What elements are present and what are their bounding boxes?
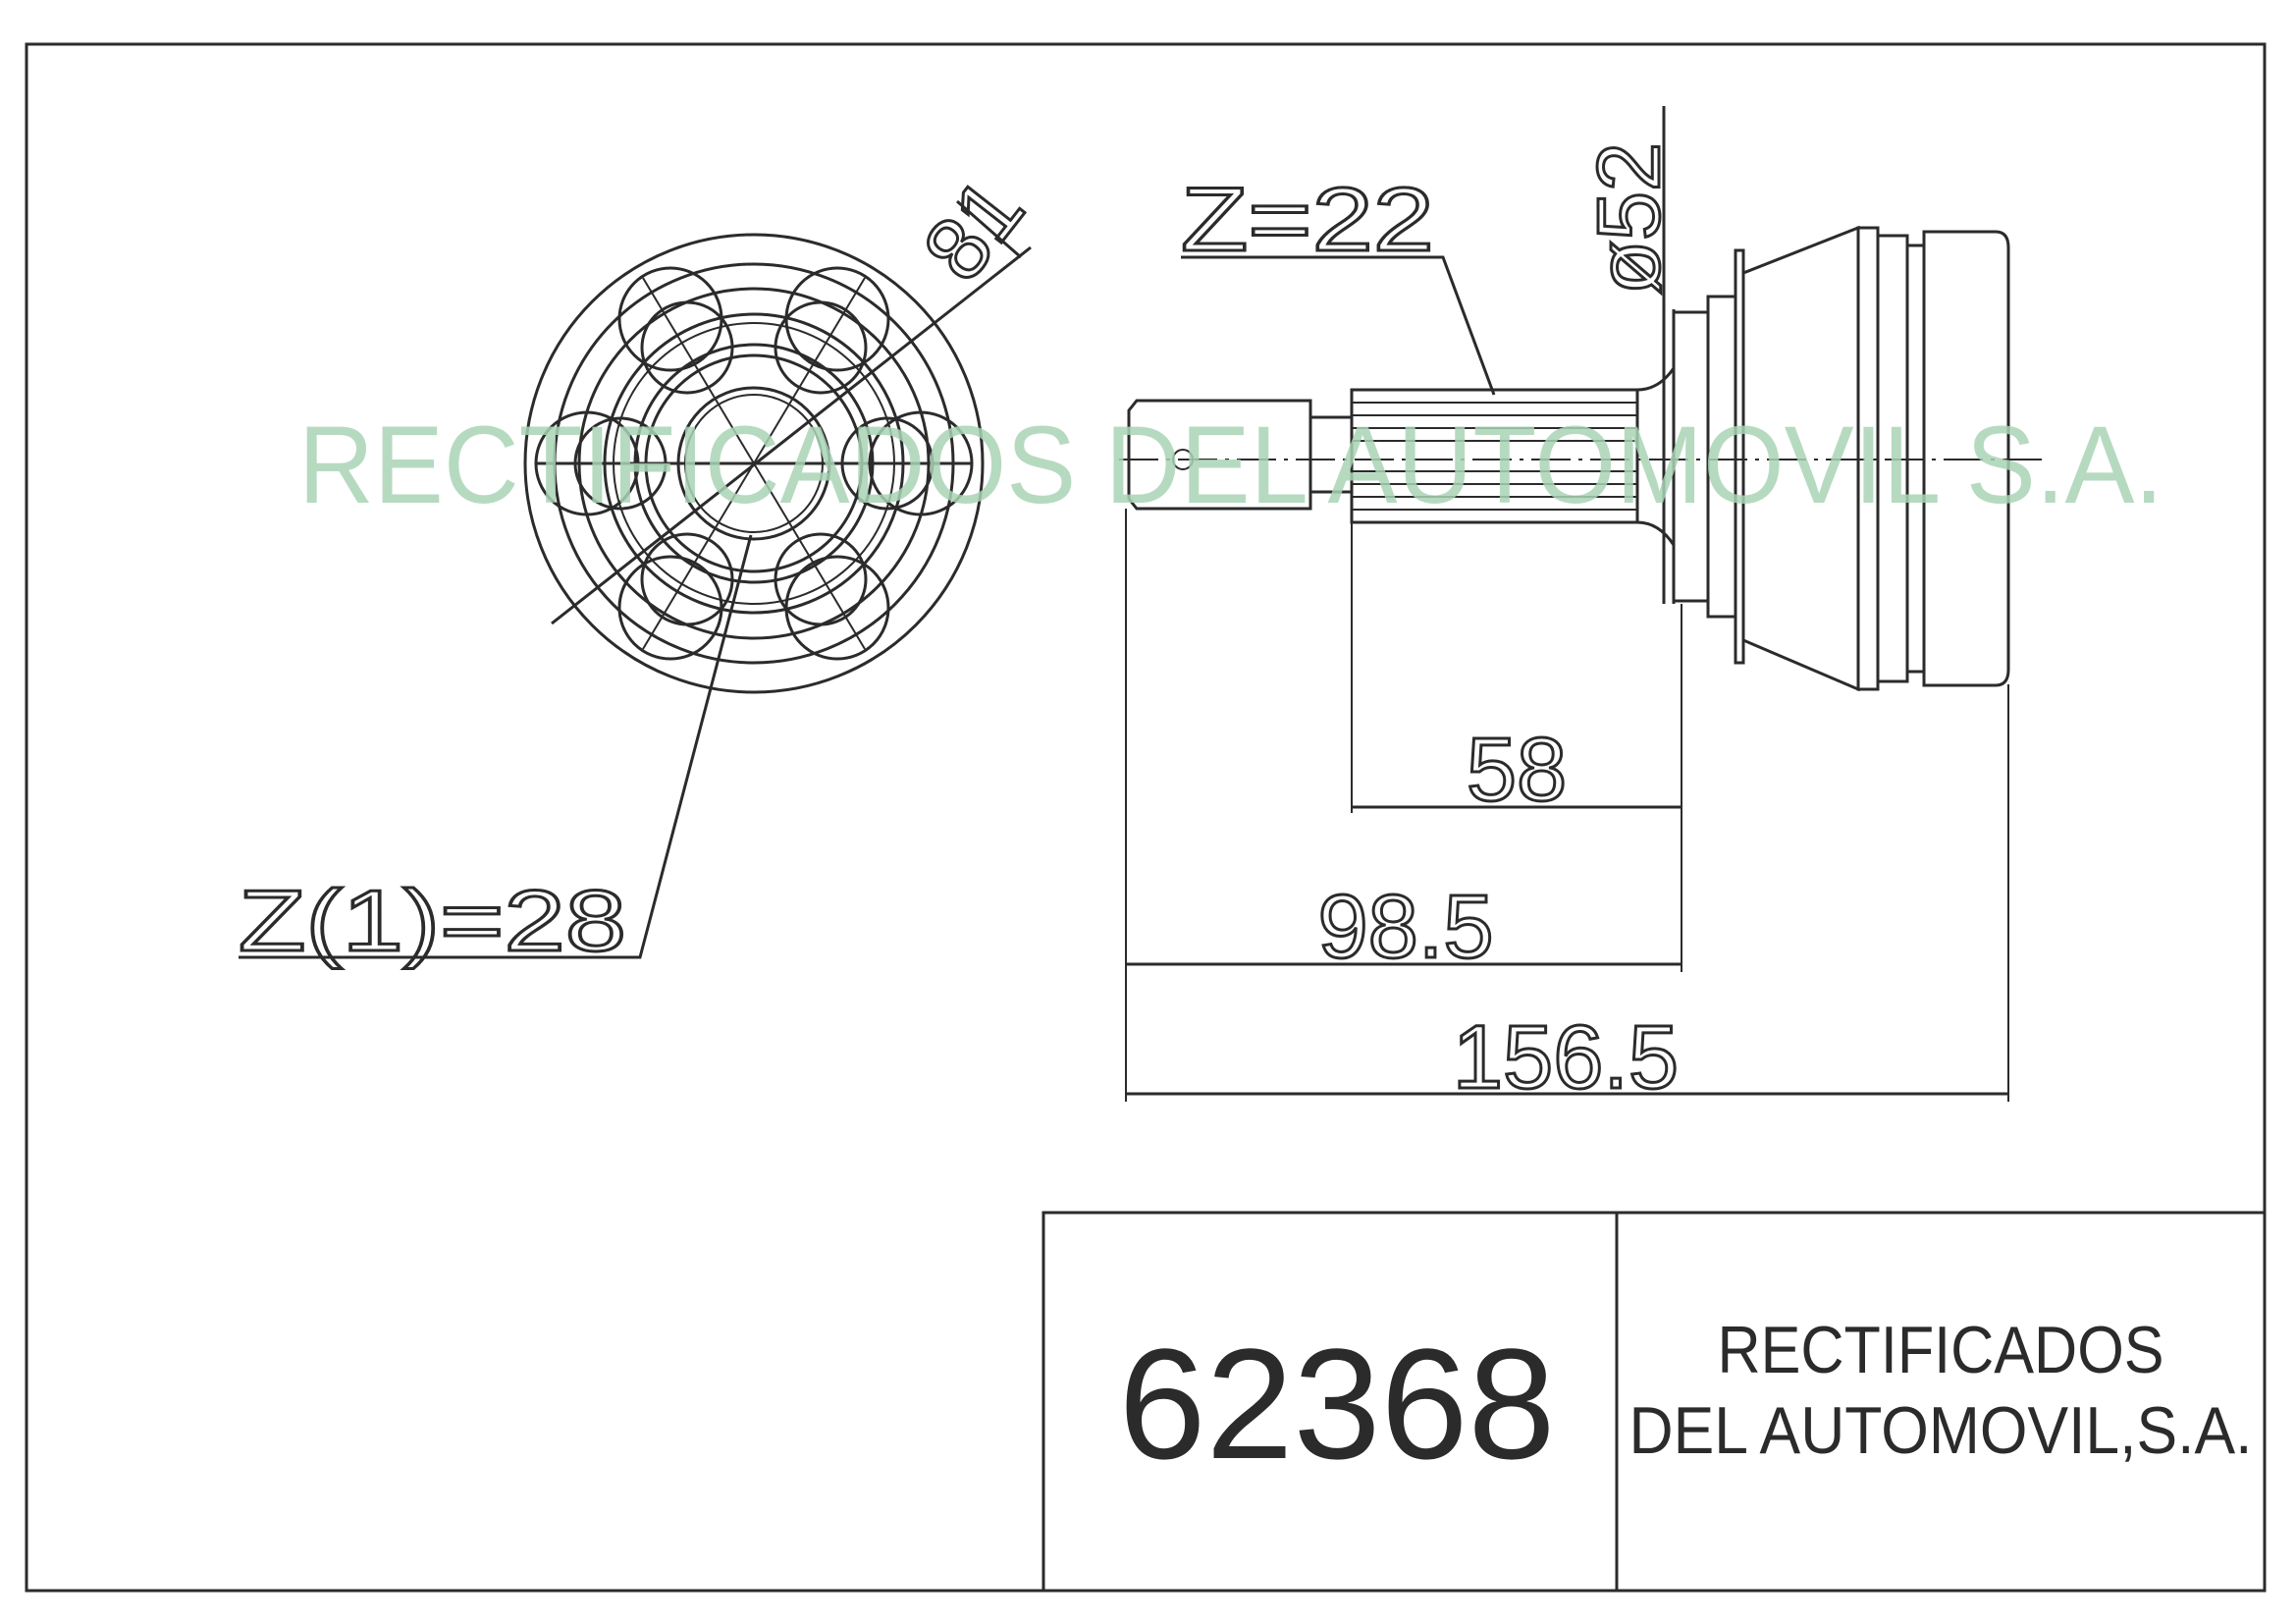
- drawing-border: [25, 42, 2267, 1593]
- company-name-line2: DEL AUTOMOVIL,S.A.: [1629, 1393, 2253, 1468]
- company-name-line1: RECTIFICADOS: [1718, 1313, 2164, 1387]
- spline-teeth-label: Z=22: [1181, 170, 1434, 270]
- spline-section: [1350, 388, 1639, 524]
- dim-label-58: 58: [1467, 720, 1567, 820]
- front-view: 81 Z(1)=28: [238, 159, 1044, 970]
- dim-label-98-5: 98.5: [1317, 877, 1493, 977]
- diameter-dimension-line: [551, 245, 1032, 625]
- watermark: RECTIFICADOS DEL AUTOMOVIL S.A.: [298, 404, 2163, 526]
- title-block: 62368 RECTIFICADOS DEL AUTOMOVIL,S.A.: [1041, 1211, 2265, 1591]
- shaft-diameter-label: ø52: [1580, 142, 1679, 295]
- front-diameter-label: 81: [905, 161, 1042, 298]
- side-view: ø52 Z=22 58 98.5 156.5: [1119, 106, 2042, 1110]
- teeth-leader-line: [239, 534, 753, 959]
- part-number: 62368: [1119, 1316, 1556, 1491]
- dim-label-156-5: 156.5: [1453, 1007, 1679, 1108]
- spline-leader-line: [1181, 255, 1496, 396]
- teeth-count-label: Z(1)=28: [239, 872, 626, 969]
